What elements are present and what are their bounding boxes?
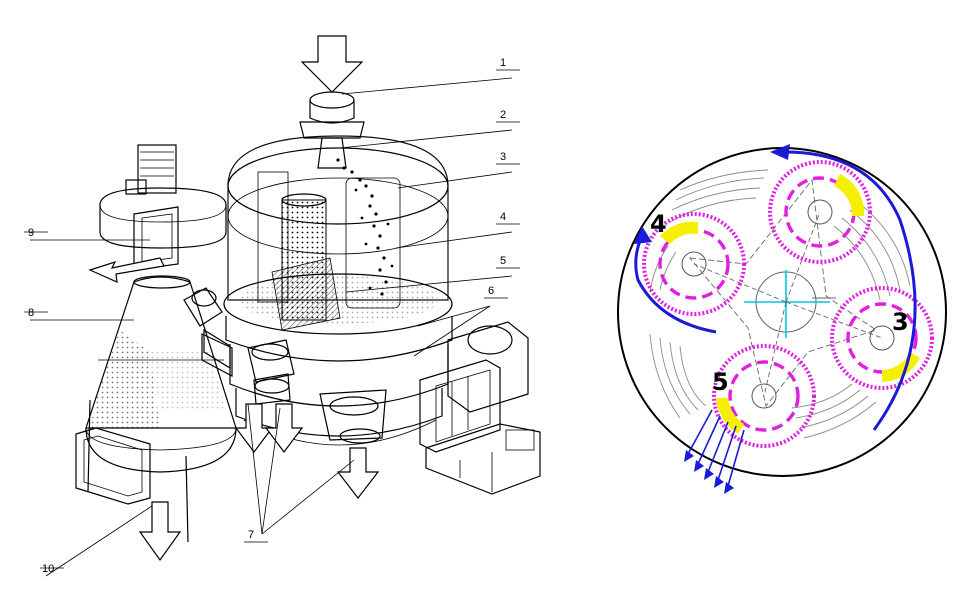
callout-9: 9 <box>28 227 34 239</box>
roller-station-5 <box>712 344 816 448</box>
roller-top <box>768 160 872 264</box>
leader-lines <box>24 69 520 577</box>
cyclone-separator <box>75 144 237 562</box>
callout-8: 8 <box>28 307 34 319</box>
product-arrow-mid <box>264 403 304 453</box>
spider-frame <box>688 178 878 408</box>
callout-1: 1 <box>500 57 506 69</box>
callout-5: 5 <box>500 255 506 267</box>
discharge-arrows <box>687 409 745 487</box>
callout-2: 2 <box>500 109 506 121</box>
roller-mill <box>201 35 453 499</box>
roller-station-3 <box>830 286 934 390</box>
product-arrow-right <box>336 447 380 499</box>
station-label-5: 5 <box>712 368 729 396</box>
feed-arrow <box>300 35 364 93</box>
drive-unit <box>419 321 541 495</box>
product-arrow-left <box>234 403 274 453</box>
exhaust-arrow <box>88 257 165 283</box>
station-label-3: 3 <box>892 308 909 336</box>
rotation-arrows <box>634 150 917 431</box>
callout-7: 7 <box>248 529 254 541</box>
callout-10: 10 <box>42 563 54 575</box>
callout-4: 4 <box>500 211 506 223</box>
station-label-4: 4 <box>650 210 667 238</box>
plan-view: 4 3 5 <box>617 144 947 494</box>
callout-6: 6 <box>488 285 494 297</box>
fines-discharge-arrow <box>138 501 182 562</box>
callout-3: 3 <box>500 151 506 163</box>
roller-station-4 <box>642 212 746 316</box>
